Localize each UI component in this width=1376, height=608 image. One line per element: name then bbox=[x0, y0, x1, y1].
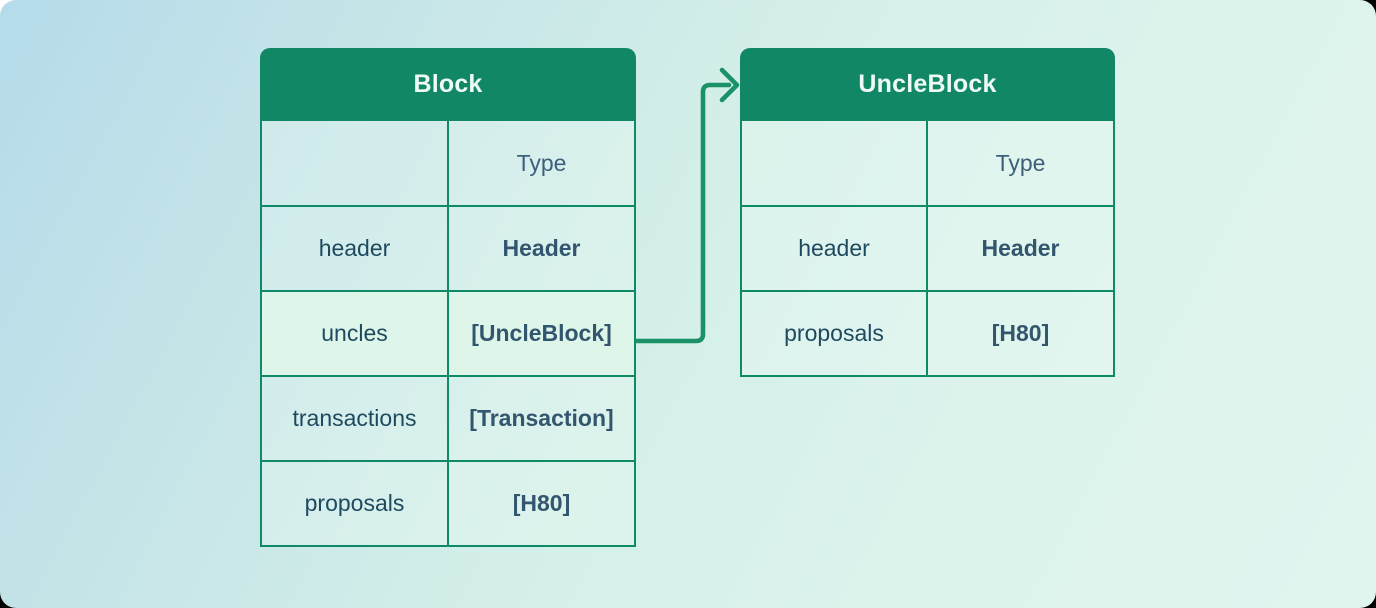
type-column-header: Type bbox=[449, 121, 634, 205]
table-header: UncleBlock bbox=[740, 48, 1115, 121]
field-type-cell: [H80] bbox=[928, 292, 1113, 375]
entity-table-block: Block Type header Header uncles [UncleBl… bbox=[260, 48, 636, 547]
table-row: header Header bbox=[262, 205, 634, 290]
table-body: Type header Header uncles [UncleBlock] t… bbox=[260, 121, 636, 547]
field-name-cell: transactions bbox=[262, 377, 449, 460]
arrow-line bbox=[634, 82, 732, 344]
field-type-cell: [Transaction] bbox=[449, 377, 634, 460]
table-row-highlighted: uncles [UncleBlock] bbox=[262, 290, 634, 375]
table-row: proposals [H80] bbox=[262, 460, 634, 545]
table-title: UncleBlock bbox=[858, 70, 997, 98]
table-row: proposals [H80] bbox=[742, 290, 1113, 375]
relation-arrow bbox=[634, 67, 740, 344]
table-row: transactions [Transaction] bbox=[262, 375, 634, 460]
table-row: Type bbox=[262, 121, 634, 205]
type-column-header: Type bbox=[928, 121, 1113, 205]
arrowhead-icon bbox=[719, 67, 740, 103]
field-type-cell: Header bbox=[928, 207, 1113, 290]
field-name-cell: uncles bbox=[262, 292, 449, 375]
entity-table-uncleblock: UncleBlock Type header Header proposals … bbox=[740, 48, 1115, 377]
table-header: Block bbox=[260, 48, 636, 121]
table-row: Type bbox=[742, 121, 1113, 205]
table-row: header Header bbox=[742, 205, 1113, 290]
table-title: Block bbox=[413, 70, 483, 98]
field-name-cell: header bbox=[262, 207, 449, 290]
field-type-cell: [UncleBlock] bbox=[449, 292, 634, 375]
field-name-cell: proposals bbox=[262, 462, 449, 545]
table-body: Type header Header proposals [H80] bbox=[740, 121, 1115, 377]
empty-cell bbox=[262, 121, 449, 205]
empty-cell bbox=[742, 121, 928, 205]
field-name-cell: header bbox=[742, 207, 928, 290]
field-name-cell: proposals bbox=[742, 292, 928, 375]
field-type-cell: [H80] bbox=[449, 462, 634, 545]
field-type-cell: Header bbox=[449, 207, 634, 290]
